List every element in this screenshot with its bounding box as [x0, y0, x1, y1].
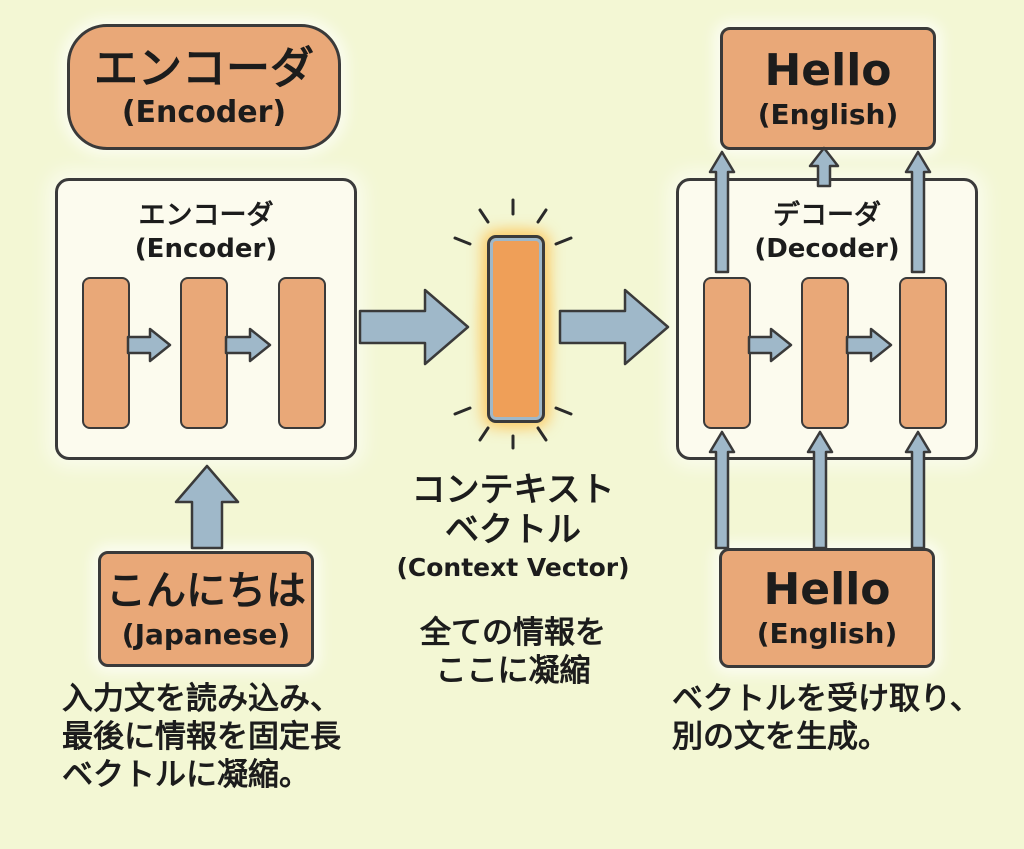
context-vector-cell	[487, 235, 545, 423]
encoder-panel-title: エンコーダ	[138, 200, 274, 231]
encoder-cell-3	[278, 277, 326, 429]
decoder-input-arrow-3	[904, 430, 932, 550]
encoder-caption-line-2: 最後に情報を固定長	[62, 719, 341, 755]
encoder-panel-subtitle: (Encoder)	[134, 234, 278, 264]
encoder-badge-subtitle: (Encoder)	[121, 95, 287, 130]
encoder-inner-arrow-1	[126, 327, 172, 363]
context-to-decoder-arrow	[558, 288, 670, 366]
decoder-inner-arrow-2	[845, 327, 893, 363]
decoder-inner-arrow-1	[747, 327, 793, 363]
encoder-badge-title: エンコーダ	[94, 43, 314, 94]
context-note-line-1: 全ての情報を	[420, 615, 606, 651]
output-box-subtitle: (English)	[757, 97, 899, 131]
input-box-title: こんにちは	[106, 568, 306, 614]
encoder-caption: 入力文を読み込み、 最後に情報を固定長 ベクトルに凝縮。	[62, 680, 402, 794]
context-title-line-1: コンテキスト	[411, 470, 615, 510]
encoder-panel: エンコーダ (Encoder)	[55, 178, 357, 460]
decoder-panel-title: デコーダ	[773, 200, 881, 231]
encoder-to-context-arrow	[358, 288, 470, 366]
decoder-output-arrow-3	[904, 150, 932, 274]
decoder-input-box-title: Hello	[763, 564, 891, 615]
decoder-caption-line-2: 別の文を生成。	[672, 719, 889, 755]
decoder-output-arrow-1	[708, 150, 736, 274]
context-note-line-2: ここに凝縮	[435, 653, 591, 689]
context-subtitle: (Context Vector)	[396, 553, 630, 582]
decoder-panel-subtitle: (Decoder)	[754, 234, 900, 264]
encoder-inner-arrow-2	[224, 327, 272, 363]
output-box: Hello (English)	[720, 27, 936, 150]
context-title: コンテキスト ベクトル (Context Vector)	[380, 470, 646, 584]
decoder-cell-1	[703, 277, 751, 429]
decoder-output-arrow-2	[808, 146, 840, 188]
input-to-encoder-arrow	[174, 464, 240, 550]
input-box-subtitle: (Japanese)	[121, 618, 291, 651]
decoder-input-box-subtitle: (English)	[756, 617, 898, 650]
decoder-input-arrow-1	[708, 430, 736, 550]
output-box-title: Hello	[764, 44, 892, 96]
encoder-caption-line-1: 入力文を読み込み、	[62, 681, 341, 717]
decoder-input-box: Hello (English)	[719, 548, 935, 668]
context-title-line-2: ベクトル	[445, 510, 581, 550]
encoder-badge: エンコーダ (Encoder)	[67, 24, 341, 150]
decoder-caption: ベクトルを受け取り、 別の文を生成。	[672, 680, 1012, 756]
context-glow-rays	[453, 198, 573, 450]
encoder-caption-line-3: ベクトルに凝縮。	[62, 757, 310, 793]
decoder-cell-3	[899, 277, 947, 429]
input-box: こんにちは (Japanese)	[98, 551, 314, 667]
decoder-caption-line-1: ベクトルを受け取り、	[672, 681, 981, 717]
decoder-input-arrow-2	[806, 430, 834, 550]
context-note: 全ての情報を ここに凝縮	[380, 614, 646, 690]
decoder-cell-2	[801, 277, 849, 429]
